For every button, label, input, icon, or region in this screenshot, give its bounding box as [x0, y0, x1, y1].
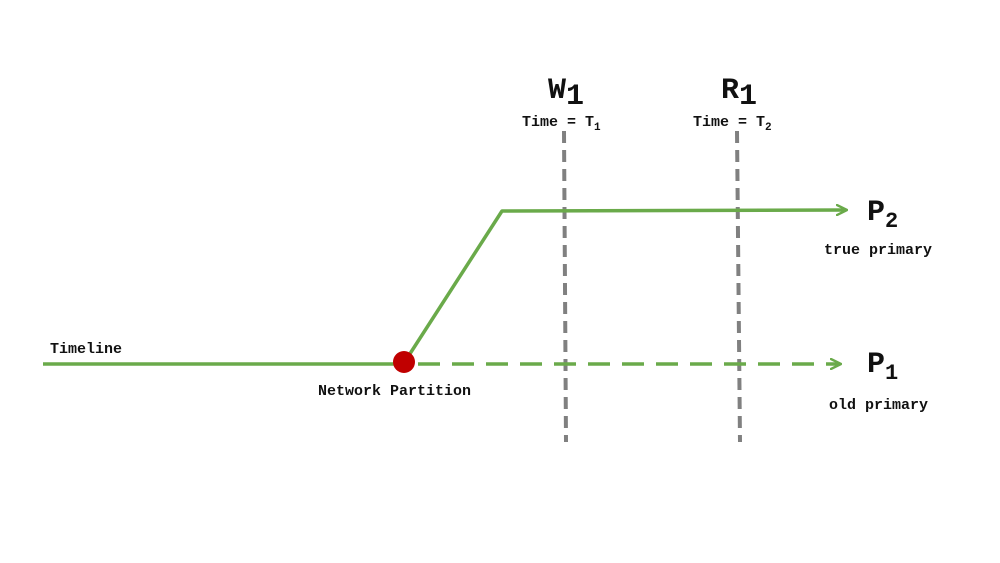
- r1-event-title: R1: [721, 74, 757, 114]
- p2-letter: P: [867, 196, 885, 230]
- network-partition-label: Network Partition: [318, 383, 471, 400]
- true-primary-branch-line: [402, 210, 846, 364]
- p2-caption: true primary: [824, 242, 932, 259]
- w1-time-prefix: Time = T: [522, 114, 594, 131]
- p1-subscript: 1: [885, 361, 898, 386]
- timeline-label: Timeline: [50, 341, 122, 358]
- p1-letter: P: [867, 348, 885, 382]
- w1-divider-line: [562, 130, 568, 443]
- w1-time-subscript: 1: [594, 122, 601, 134]
- p1-node-label: P1: [867, 348, 898, 386]
- w1-subscript: 1: [566, 80, 584, 114]
- p2-subscript: 2: [885, 209, 898, 234]
- network-partition-marker: [393, 351, 415, 373]
- w1-event-title: W1: [548, 74, 584, 114]
- r1-subscript: 1: [739, 80, 757, 114]
- r1-letter: R: [721, 74, 739, 108]
- r1-divider-line: [735, 130, 742, 443]
- r1-time-prefix: Time = T: [693, 114, 765, 131]
- p2-node-label: P2: [867, 196, 898, 234]
- r1-time-subscript: 2: [765, 122, 772, 134]
- p1-caption: old primary: [829, 397, 928, 414]
- w1-time-label: Time = T1: [522, 114, 601, 134]
- w1-letter: W: [548, 74, 566, 108]
- r1-time-label: Time = T2: [693, 114, 772, 134]
